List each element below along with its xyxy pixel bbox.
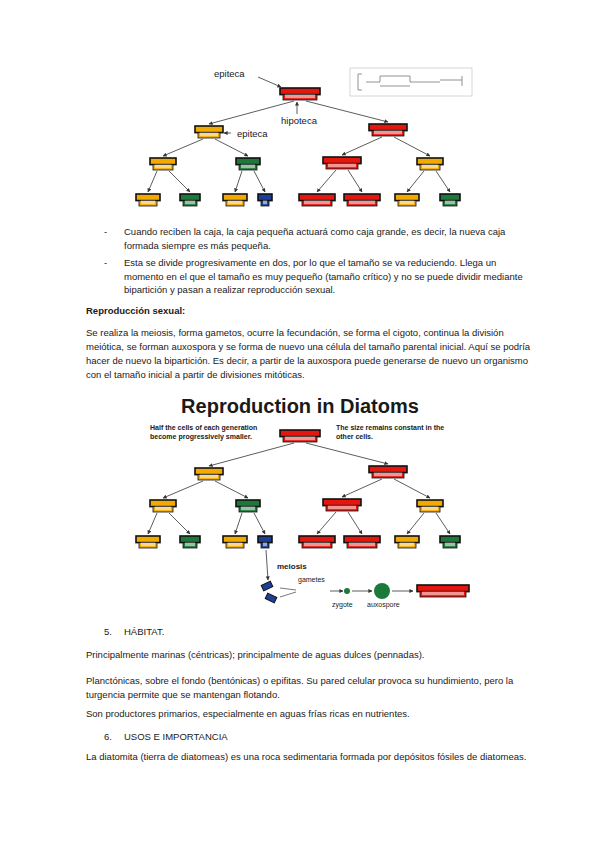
division-line	[163, 139, 203, 156]
bullet-text: Cuando reciben la caja, la caja pequeña …	[124, 225, 524, 253]
bullet-mark: -	[104, 225, 116, 239]
stage-label: auxospore	[366, 600, 401, 609]
figure-title: Reproduction in Diatoms	[150, 394, 450, 418]
callout-label: epiteca	[213, 67, 246, 81]
division-line	[394, 137, 430, 156]
division-line	[254, 171, 265, 192]
diatom-cell	[440, 536, 460, 548]
division-line	[348, 512, 362, 534]
frustule-sketch	[350, 68, 472, 96]
diatom-cell	[150, 500, 176, 512]
division-line	[235, 513, 242, 534]
division-line	[436, 513, 450, 534]
section-heading: HÁBITAT.	[124, 625, 324, 639]
diatom-cell	[417, 585, 469, 597]
division-line	[317, 512, 336, 534]
division-line	[436, 171, 450, 192]
diatom-cell	[236, 500, 260, 512]
division-line	[169, 513, 190, 534]
diatom-cell	[280, 88, 320, 100]
diatom-cell	[195, 468, 223, 480]
callout-label: epiteca	[236, 127, 269, 141]
division-line	[148, 513, 157, 534]
figure-note: The size remains constant in the other c…	[336, 424, 454, 441]
diatom-cell	[136, 536, 160, 548]
division-line	[392, 591, 413, 592]
division-line	[215, 481, 248, 498]
diatom-cell	[369, 466, 407, 478]
division-line	[330, 591, 343, 592]
division-line	[169, 171, 190, 192]
division-line	[215, 139, 248, 156]
body-paragraph: Planctónicas, sobre el fondo (bentónicas…	[86, 674, 536, 702]
division-line	[258, 77, 281, 87]
diatom-cell	[223, 194, 247, 206]
diatom-cell	[180, 194, 200, 206]
body-paragraph: Principalmente marinas (céntricas); prin…	[86, 648, 536, 662]
callout-label: hipoteca	[280, 114, 318, 128]
diatom-cell	[223, 536, 247, 548]
section-heading: Reproducción sexual:	[86, 304, 386, 318]
section-number: 6.	[104, 730, 120, 744]
division-line	[394, 479, 430, 498]
diatom-cell	[150, 158, 176, 170]
division-line	[254, 513, 265, 534]
division-line	[209, 443, 294, 466]
division-line	[407, 171, 424, 192]
diatom-cell	[395, 536, 419, 548]
stage-label: gametes	[297, 575, 326, 584]
diatom-cell	[395, 194, 419, 206]
figure-note: Half the cells of each generation become…	[150, 424, 275, 441]
bullet-mark: -	[104, 256, 116, 270]
division-line	[224, 133, 231, 134]
diatom-cell	[417, 158, 443, 170]
division-line	[348, 170, 362, 192]
section-heading: USOS E IMPORTANCIA	[124, 730, 374, 744]
division-line	[342, 479, 382, 497]
diatom-cell	[195, 126, 223, 138]
bullet-text: Esta se divide progresivamente en dos, p…	[124, 256, 524, 297]
stage-label: meiosis	[276, 562, 308, 572]
division-line	[306, 443, 388, 464]
division-line	[306, 101, 388, 122]
diatom-cell	[180, 536, 200, 548]
diatom-cell	[299, 194, 335, 206]
diatom-cell	[323, 157, 361, 169]
diatom-cell	[369, 124, 407, 136]
diatom-cell	[280, 430, 320, 442]
division-line	[235, 171, 242, 192]
diatom-cell	[417, 500, 443, 512]
division-line	[352, 591, 372, 592]
diatom-cell	[344, 536, 380, 548]
diatom-cell	[258, 536, 272, 548]
division-line	[407, 513, 424, 534]
division-line	[317, 170, 336, 192]
body-paragraph: Son productores primarios, especialmente…	[86, 707, 536, 721]
diatom-cell	[299, 536, 335, 548]
diatom-cell	[344, 194, 380, 206]
diatom-cell	[136, 194, 160, 206]
body-paragraph: Se realiza la meiosis, forma gametos, oc…	[86, 326, 536, 382]
section-number: 5.	[104, 625, 120, 639]
division-line	[163, 481, 203, 498]
diatom-cell	[258, 194, 272, 206]
division-line	[148, 171, 157, 192]
division-line	[342, 137, 382, 155]
body-paragraph: La diatomita (tierra de diatomeas) es un…	[86, 750, 536, 764]
diatom-cell	[323, 499, 361, 511]
diatom-cell	[236, 158, 260, 170]
diatom-cell	[440, 194, 460, 206]
division-line	[266, 550, 268, 580]
stage-label: zygote	[331, 600, 354, 609]
